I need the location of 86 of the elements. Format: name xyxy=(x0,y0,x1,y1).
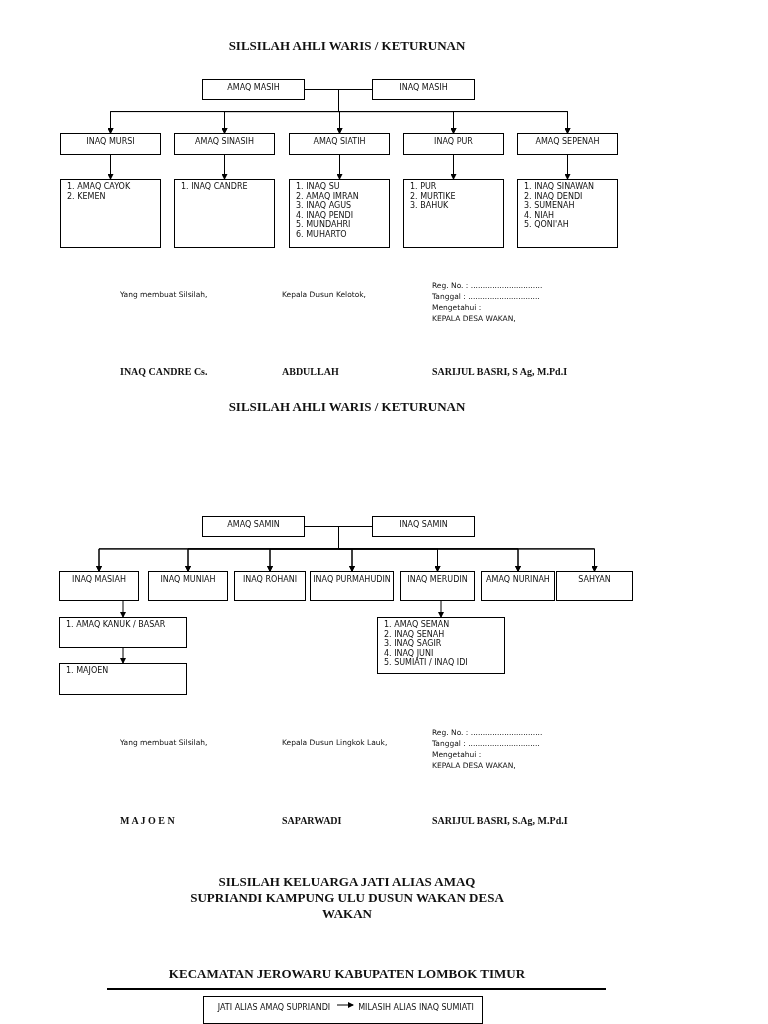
list-item: 1. AMAQ SEMAN xyxy=(383,620,451,630)
list-item: 2. INAQ DENDI xyxy=(523,191,584,201)
heading: SILSILAH KELUARGA JATI ALIAS AMAQ SUPRIANDI KAMPUNG ULU DUSUN WAKAN DESA WAKAN xyxy=(189,874,505,922)
name-box xyxy=(400,571,475,601)
arrow xyxy=(450,154,457,180)
signatory-name: SARIJUL BASRI, S Ag, M.Pd.I xyxy=(432,366,568,377)
name-box xyxy=(60,133,161,155)
person-name: INAQ MUNIAH xyxy=(159,574,217,585)
person-name: INAQ MERUDIN xyxy=(406,574,469,585)
name-box xyxy=(202,516,305,537)
list-box xyxy=(174,179,275,248)
list-item: 1. PUR xyxy=(409,182,438,192)
name-box xyxy=(148,571,228,601)
list-box xyxy=(377,617,505,674)
arrow xyxy=(221,154,228,180)
heading: SILSILAH AHLI WARIS / KETURUNAN xyxy=(227,399,467,415)
person-name: SAHYAN xyxy=(577,574,612,585)
person-name: INAQ PURMAHUDIN xyxy=(312,574,392,585)
person-name: INAQ MASIAH xyxy=(71,574,127,585)
person-name: AMAQ NURINAH xyxy=(485,574,551,585)
name-box xyxy=(481,571,555,601)
list-box xyxy=(59,663,187,695)
list-item: 1. AMAQ CAYOK xyxy=(66,182,132,192)
list-box xyxy=(59,617,187,648)
list-item: 2. INAQ SENAH xyxy=(383,629,446,639)
name-box xyxy=(202,79,305,100)
list-item: 5. QONI'AH xyxy=(523,220,570,230)
list-item: 1. INAQ SINAWAN xyxy=(523,182,596,192)
signatory-name: SARIJUL BASRI, S.Ag, M.Pd.I xyxy=(432,815,568,826)
person-name: AMAQ SINASIH xyxy=(194,136,255,147)
person-name: MILASIH ALIAS INAQ SUMIATI xyxy=(357,1002,475,1013)
person-name: JATI ALIAS AMAQ SUPRIANDI xyxy=(216,1002,332,1013)
name-box xyxy=(556,571,633,601)
list-box xyxy=(60,179,161,248)
person-name: AMAQ MASIH xyxy=(226,82,281,93)
heading: KECAMATAN JEROWARU KABUPATEN LOMBOK TIMUR xyxy=(167,966,527,982)
signatory-name: INAQ CANDRE Cs. xyxy=(120,366,208,377)
list-item: 1. INAQ SU xyxy=(295,182,341,192)
list-item: 3. BAHUK xyxy=(409,201,450,211)
list-item: 5. MUNDAHRI xyxy=(295,220,352,230)
name-box xyxy=(174,133,275,155)
list-item: 4. NIAH xyxy=(523,210,555,220)
list-item: 6. MUHARTO xyxy=(295,229,348,240)
name-box xyxy=(517,133,618,155)
heading: SILSILAH AHLI WARIS / KETURUNAN xyxy=(227,38,467,54)
arrow xyxy=(336,1002,354,1008)
signatory-name: M A J O E N xyxy=(120,815,175,826)
list-item: 2. MURTIKE xyxy=(409,191,457,201)
list-item: 3. SUMENAH xyxy=(523,201,576,211)
list-item: 3. INAQ SAGIR xyxy=(383,639,443,649)
name-box xyxy=(372,516,475,537)
list-item: 1. MAJOEN xyxy=(65,666,110,676)
list-box xyxy=(403,179,504,248)
person-name: INAQ MASIH xyxy=(398,82,449,93)
arrow xyxy=(438,600,444,618)
list-item: 1. INAQ CANDRE xyxy=(180,182,249,192)
arrow xyxy=(120,647,126,664)
arrow xyxy=(336,154,343,180)
list-item: 2. AMAQ IMRAN xyxy=(295,191,360,201)
list-item: 1. AMAQ KANUK / BASAR xyxy=(65,620,167,630)
list-item: 4. INAQ PENDI xyxy=(295,210,355,220)
name-box xyxy=(234,571,306,601)
list-item: 5. SUMIATI / INAQ IDI xyxy=(383,658,469,668)
person-name: INAQ MURSI xyxy=(85,136,136,147)
signatory-name: ABDULLAH xyxy=(282,366,339,377)
name-box xyxy=(289,133,390,155)
couple-box xyxy=(203,996,483,1024)
name-box xyxy=(372,79,475,100)
person-name: INAQ PUR xyxy=(433,136,474,147)
person-name: AMAQ SIATIH xyxy=(312,136,367,147)
person-name: AMAQ SEPENAH xyxy=(534,136,601,147)
person-name: INAQ ROHANI xyxy=(241,574,299,585)
list-item: 3. INAQ AGUS xyxy=(295,201,353,211)
person-name: AMAQ SAMIN xyxy=(226,519,281,530)
list-box xyxy=(517,179,618,248)
signatory-name: SAPARWADI xyxy=(282,815,342,826)
arrow xyxy=(120,600,126,618)
arrow xyxy=(107,154,114,180)
person-name: INAQ SAMIN xyxy=(398,519,449,530)
list-item: 2. KEMEN xyxy=(66,191,107,202)
name-box xyxy=(59,571,139,601)
name-box xyxy=(403,133,504,155)
list-item: 4. INAQ JUNI xyxy=(383,648,435,659)
name-box xyxy=(310,571,394,601)
list-box xyxy=(289,179,390,248)
arrow xyxy=(564,154,571,180)
